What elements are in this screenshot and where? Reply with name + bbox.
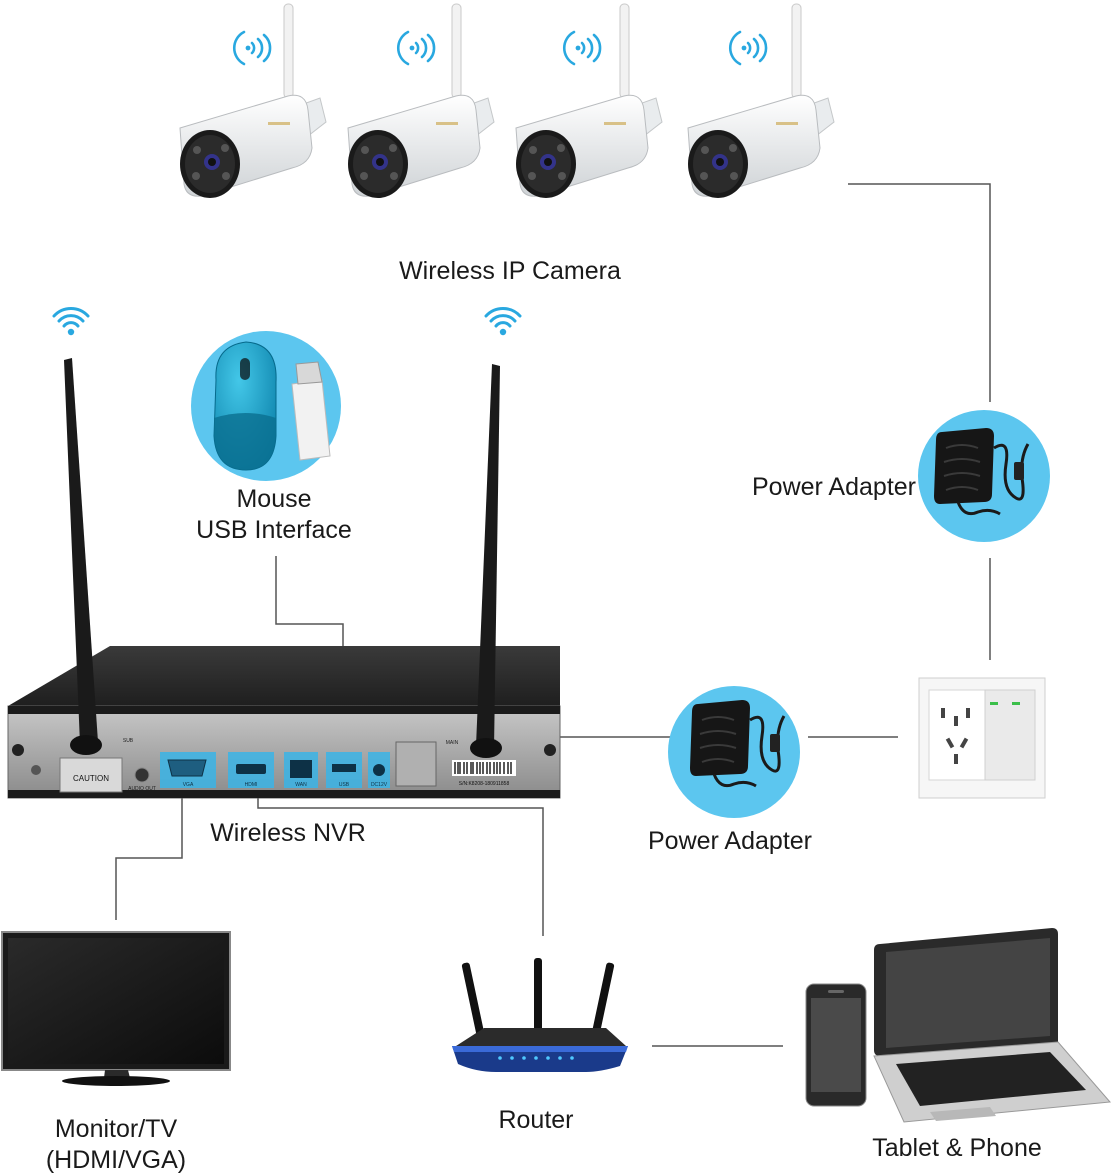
nvr-wan-label: WAN <box>295 782 307 788</box>
label-mouse: Mouse <box>236 485 312 513</box>
label-tablet-phone: Tablet & Phone <box>872 1134 1042 1162</box>
mouse-icon <box>213 341 277 471</box>
label-power-adapter-mid: Power Adapter <box>648 827 812 855</box>
nvr-caution-label: CAUTION <box>73 774 109 783</box>
usb-port <box>332 764 356 772</box>
wifi-icon <box>728 30 768 66</box>
antenna-icon <box>64 358 102 755</box>
camera-1 <box>179 3 327 199</box>
wifi-icon <box>52 306 90 337</box>
label-wireless-nvr: Wireless NVR <box>210 819 366 847</box>
camera-row <box>179 3 835 199</box>
nvr-serial-label: S/N:K8208-180911858 <box>459 781 510 787</box>
line-vga-to-monitor <box>115 790 183 920</box>
power-adapter-mid <box>668 686 800 818</box>
usb-dongle-icon <box>291 361 331 461</box>
nvr-main-label: MAIN <box>446 740 459 746</box>
phone-icon <box>805 983 867 1107</box>
connection-lines <box>115 183 991 1047</box>
mouse-usb-illustration <box>191 331 341 481</box>
serial-barcode: S/N:K8208-180911858 <box>452 760 516 787</box>
wifi-icon <box>396 30 436 66</box>
camera-4 <box>687 3 835 199</box>
line-wan-to-router <box>257 788 544 936</box>
label-monitor: Monitor/TV <box>54 1115 178 1143</box>
label-usb-interface: USB Interface <box>196 516 352 544</box>
wifi-icon <box>484 306 522 337</box>
nvr-audio-label: AUDIO OUT <box>128 786 156 792</box>
nvr-icon: CAUTION AUDIO OUT VGA HDMI WAN USB DC12V… <box>7 646 561 799</box>
label-router: Router <box>498 1106 574 1134</box>
laptop-icon <box>873 928 1112 1123</box>
label-monitor-tv: Monitor/TV (HDMI/VGA) <box>16 1114 216 1176</box>
monitor-icon <box>1 931 231 1086</box>
label-wireless-ip-camera: Wireless IP Camera <box>399 257 621 285</box>
wifi-icon <box>562 30 602 66</box>
nvr-dc-label: DC12V <box>371 782 388 788</box>
nvr-hdmi-label: HDMI <box>245 782 258 788</box>
camera-3 <box>515 3 663 199</box>
label-mouse-usb: Mouse USB Interface <box>164 484 384 546</box>
wifi-icon <box>232 30 272 66</box>
hdmi-port <box>236 764 266 774</box>
antenna-icon <box>470 364 502 758</box>
line-cameras-to-adapter <box>848 183 991 402</box>
power-adapter-top <box>918 410 1050 542</box>
nvr-vga-label: VGA <box>183 782 194 788</box>
wan-port <box>290 760 312 778</box>
camera-2 <box>347 3 495 199</box>
router-icon <box>452 958 628 1072</box>
vga-port <box>167 759 207 777</box>
label-power-adapter-top: Power Adapter <box>752 473 916 501</box>
power-switch <box>395 741 437 787</box>
label-hdmi-vga: (HDMI/VGA) <box>45 1146 187 1174</box>
dc-port <box>373 764 385 776</box>
nvr-usb-label: USB <box>339 782 350 788</box>
nvr-sub-label: SUB <box>123 738 134 744</box>
wall-socket-icon <box>918 677 1046 799</box>
